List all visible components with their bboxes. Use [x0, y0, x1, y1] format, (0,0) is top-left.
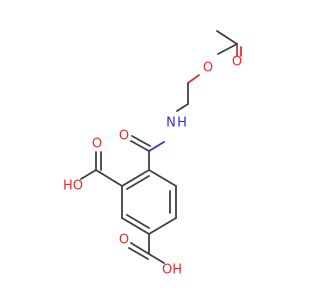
bond-acid1-c-oh	[80, 169, 97, 180]
molecule-structure: O O N H O O HO O OH	[63, 30, 242, 278]
ring-bond-3	[148, 217, 177, 235]
ring-bond-6	[121, 169, 150, 187]
ring-bond-1	[148, 169, 177, 187]
atom-ester-o: O	[203, 61, 213, 76]
atom-acid1-o-double: O	[92, 137, 102, 152]
atom-acid1-oh: HO	[63, 179, 83, 194]
atom-ester-carbonyl-o: O	[232, 55, 242, 70]
bond-amide-c-o-b	[131, 135, 151, 147]
atom-acid2-o-double: O	[119, 233, 129, 248]
bond-amide-c-o-a	[130, 140, 150, 152]
atom-acid2-oh: OH	[162, 263, 182, 278]
bond-ring-acid1-c	[95, 169, 123, 187]
bond-ch2-n	[176, 103, 189, 112]
ring-bond-4	[121, 217, 150, 235]
bond-carbonyl-ester-o	[217, 43, 238, 55]
ring-bond-4-inner	[126, 214, 150, 229]
bond-acid2-c-o-a	[130, 242, 150, 255]
bond-acid2-c-o-b	[128, 247, 149, 260]
atom-amide-n: N	[166, 116, 176, 131]
atom-amide-o: O	[119, 129, 129, 144]
atom-amide-h: H	[177, 116, 187, 131]
bond-n-amide-c	[148, 141, 165, 152]
structure-canvas: O O N H O O HO O OH	[62, 30, 243, 278]
bond-methyl-carbonyl	[216, 30, 238, 45]
bond-acid2-c-oh	[148, 253, 165, 264]
ring-bond-6-inner	[126, 175, 150, 190]
bond-ester-o-ch2	[187, 74, 200, 84]
